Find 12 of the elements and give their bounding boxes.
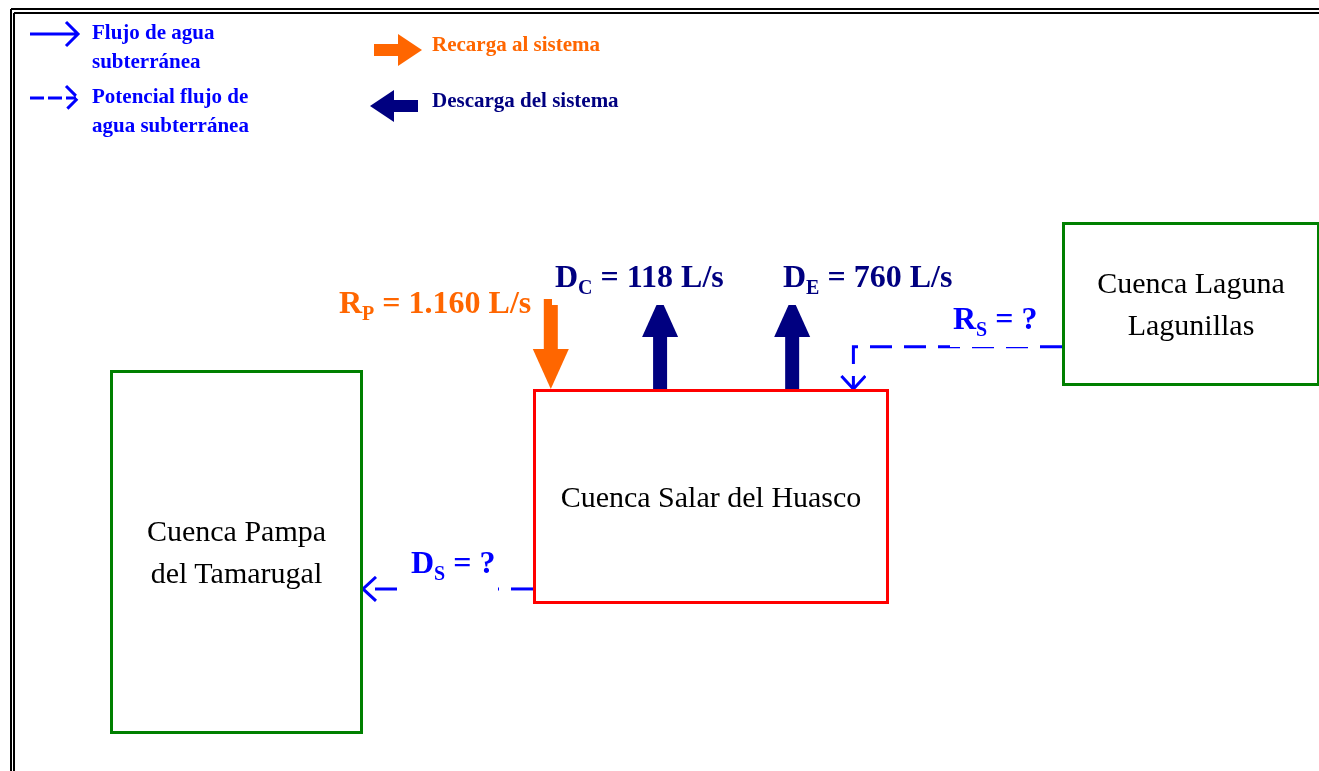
legend-text: Recarga al sistema [432,31,601,58]
basin-name: Cuenca Pampa del Tamarugal [145,513,328,591]
block-arrow [532,299,569,389]
legend-text: Potencial flujo de agua subterránea [92,83,250,139]
legend-text: Flujo de agua subterránea [92,19,216,75]
legend-text: Descarga del sistema [432,87,620,114]
basin-name: Cuenca Salar del Huasco [559,478,863,515]
basin-name: Cuenca Laguna Lagunillas [1096,265,1286,343]
basin-box [110,370,363,734]
basin-box [533,389,889,604]
basin-box [1062,222,1319,386]
dashed-arrow [839,345,1062,391]
